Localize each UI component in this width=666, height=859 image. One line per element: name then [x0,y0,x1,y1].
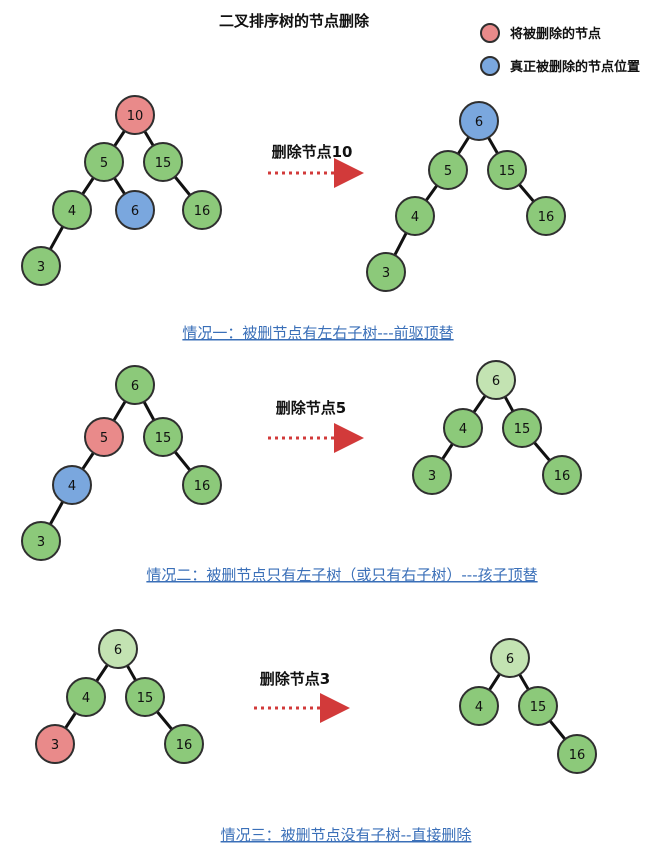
legend-swatch-delete [480,23,500,43]
legend-swatch-target [480,56,500,76]
case-3-after-tree: 6 4 15 16 [459,638,597,774]
tree-node-10-circle [115,95,155,135]
tree-node-3-label: 3 [382,266,390,281]
tree-node-15-label: 15 [155,156,172,171]
legend-item-target: 真正被删除的节点位置 [480,56,640,76]
tree-node-4-label: 4 [68,479,76,494]
tree-node-15-circle [143,142,183,182]
tree-node-3-circle [21,521,61,561]
tree-node-4-circle [459,686,499,726]
tree-node-16-label: 16 [554,469,571,484]
legend-label-delete: 将被删除的节点 [510,26,601,42]
tree-node-3-label: 3 [37,535,45,550]
tree-node-16-circle [542,455,582,495]
tree-node-16-label: 16 [194,479,211,494]
legend: 将被删除的节点 真正被删除的节点位置 [480,23,640,76]
case-3: 6 4 15 3 16 删除节点3 6 4 15 16 情况三：被删节点没有子树--直接删除 [35,629,597,844]
tree-node-6-circle [115,190,155,230]
tree-node-4-label: 4 [411,210,419,225]
tree-node-5-circle [428,150,468,190]
tree-node-4-circle [52,190,92,230]
tree-node-6-circle [115,365,155,405]
tree-node-15-circle [125,677,165,717]
tree-node-6-label: 6 [492,374,500,389]
tree-node-4-circle [443,408,483,448]
tree-node-15-circle [487,150,527,190]
tree-node-6-circle [98,629,138,669]
tree-node-15-circle [143,417,183,457]
tree-node-15-label: 15 [499,164,516,179]
tree-node-6-label: 6 [475,115,483,130]
tree-node-6-label: 6 [131,379,139,394]
tree-node-16-circle [182,190,222,230]
legend-item-delete: 将被删除的节点 [480,23,601,43]
tree-node-16-label: 16 [538,210,555,225]
tree-node-15-label: 15 [155,431,172,446]
tree-node-3-label: 3 [51,738,59,753]
tree-node-16-label: 16 [194,204,211,219]
tree-node-10-label: 10 [127,109,144,124]
tree-node-6-circle [476,360,516,400]
tree-node-3-circle [21,246,61,286]
tree-node-3-circle [412,455,452,495]
case-2-operation-label: 删除节点5 [276,399,346,417]
tree-node-4-label: 4 [82,691,90,706]
tree-node-4-circle [66,677,106,717]
tree-node-16-circle [557,734,597,774]
tree-node-6-label: 6 [114,643,122,658]
tree-node-15-circle [502,408,542,448]
tree-node-5-circle [84,142,124,182]
case-1-caption: 情况一：被删节点有左右子树---前驱顶替 [182,324,453,342]
tree-node-15-label: 15 [514,422,531,437]
tree-node-3-label: 3 [37,260,45,275]
tree-node-6-circle [490,638,530,678]
tree-node-6-circle [459,101,499,141]
case-3-operation-label: 删除节点3 [260,670,330,688]
tree-node-15-label: 15 [137,691,154,706]
case-1-after-tree: 6 5 15 4 16 3 [366,101,566,292]
tree-node-3-circle [35,724,75,764]
case-3-caption: 情况三：被删节点没有子树--直接删除 [221,826,472,844]
case-2-after-tree: 6 4 15 3 16 [412,360,582,495]
tree-node-16-label: 16 [176,738,193,753]
tree-node-15-circle [518,686,558,726]
tree-node-4-circle [395,196,435,236]
tree-node-15-label: 15 [530,700,547,715]
tree-node-4-label: 4 [68,204,76,219]
tree-node-6-label: 6 [131,204,139,219]
case-2-before-tree: 6 5 15 4 16 3 [21,365,222,561]
tree-node-16-circle [526,196,566,236]
tree-node-5-label: 5 [100,431,108,446]
tree-node-6-label: 6 [506,652,514,667]
tree-node-16-label: 16 [569,748,586,763]
case-3-before-tree: 6 4 15 3 16 [35,629,204,764]
tree-node-5-label: 5 [444,164,452,179]
tree-node-3-label: 3 [428,469,436,484]
case-2-caption: 情况二：被删节点只有左子树（或只有右子树）---孩子顶替 [146,566,537,584]
tree-node-4-circle [52,465,92,505]
case-1-before-tree: 10 5 15 4 6 16 3 [21,95,222,286]
tree-node-5-label: 5 [100,156,108,171]
tree-node-3-circle [366,252,406,292]
tree-node-4-label: 4 [459,422,467,437]
tree-node-16-circle [182,465,222,505]
case-2: 6 5 15 4 16 3 删除节点5 6 4 15 3 16 情况二：被删节点只有左子树（或只有… [21,360,582,584]
tree-node-4-label: 4 [475,700,483,715]
case-1-operation-label: 删除节点10 [272,143,353,161]
diagram-title: 二叉排序树的节点删除 [219,12,370,30]
tree-node-16-circle [164,724,204,764]
tree-node-5-circle [84,417,124,457]
legend-label-target: 真正被删除的节点位置 [510,59,640,75]
case-1: 10 5 15 4 6 16 3 删除节点10 6 5 15 4 16 3 情况一：被删节点有左右子树… [21,95,566,342]
